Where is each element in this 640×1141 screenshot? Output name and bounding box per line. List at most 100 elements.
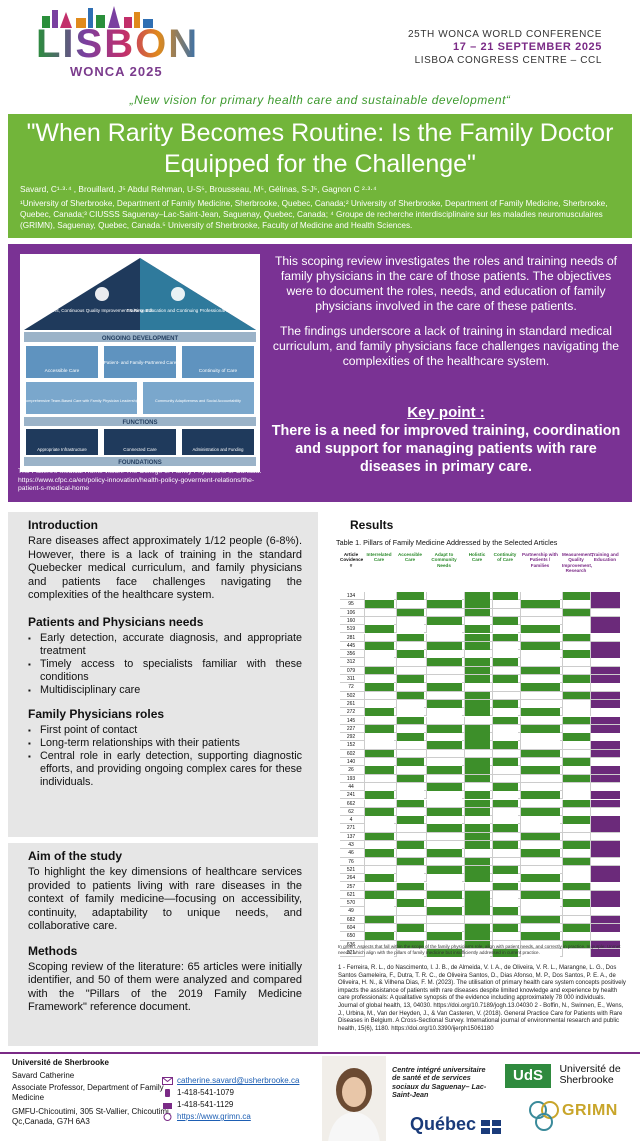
- table-cell: [364, 791, 394, 799]
- table-cell: [396, 633, 424, 642]
- table-cell: [492, 816, 518, 824]
- table-row: 106: [340, 608, 620, 617]
- table-cell: [590, 799, 620, 808]
- table-cell: [492, 899, 518, 907]
- table-cell: [562, 766, 590, 775]
- table-row: 312: [340, 658, 620, 667]
- table-cell: [364, 841, 394, 849]
- table-cell: [364, 741, 394, 750]
- table-cell: [492, 658, 518, 667]
- table-row: 4: [340, 816, 620, 825]
- table-cell: [590, 807, 620, 816]
- needs-heading: Patients and Physicians needs: [28, 614, 204, 629]
- table-cell: [492, 782, 518, 791]
- roles-list: First point of contact Long-term relatio…: [8, 724, 318, 789]
- table-cell: [364, 857, 394, 866]
- table-cell: [562, 758, 590, 766]
- list-item: Timely access to specialists familiar wi…: [28, 658, 302, 684]
- table-cell: [464, 658, 490, 667]
- table-cell: [520, 691, 560, 700]
- table-cell: [520, 675, 560, 683]
- logo-subtitle: WONCA 2025: [70, 64, 163, 79]
- table-cell: [426, 791, 462, 799]
- wonca-lisbon-logo: LISBON WONCA 2025: [30, 4, 197, 80]
- table-cell: [590, 675, 620, 683]
- column-header: Measurement, Quality Improvement, Resear…: [562, 552, 593, 574]
- conference-dates: 17 – 21 SEPTEMBER 2025: [453, 41, 602, 53]
- ongoing-label: ONGOING DEVELOPMENT: [102, 336, 179, 342]
- email-link[interactable]: catherine.savard@usherbrooke.ca: [177, 1076, 300, 1085]
- table-cell: [396, 791, 424, 799]
- roles-heading: Family Physicians roles: [28, 706, 165, 721]
- table-cell: [590, 865, 620, 874]
- methods-text: Scoping review of the literature: 65 art…: [28, 960, 302, 1014]
- article-id: 311: [347, 676, 355, 682]
- table-cell: [590, 749, 620, 758]
- table-cell: [426, 716, 462, 725]
- grimn-logo: GRIMN: [528, 1098, 628, 1138]
- table-cell: [464, 882, 490, 891]
- table-row: 356: [340, 650, 620, 659]
- table-cell: [562, 907, 590, 916]
- table-cell: [364, 782, 394, 791]
- table-cell: [464, 625, 490, 633]
- table-cell: [464, 749, 490, 758]
- table-cell: [520, 699, 560, 708]
- website-link[interactable]: https://www.grimn.ca: [177, 1112, 251, 1121]
- table-row: 95: [340, 600, 620, 609]
- summary-paragraph-1: This scoping review investigates the rol…: [274, 254, 618, 313]
- author-role: Associate Professor, Department of Famil…: [12, 1083, 164, 1102]
- table-cell: [396, 592, 424, 600]
- table-cell: [492, 741, 518, 750]
- table-cell: [590, 890, 620, 899]
- table-cell: [426, 782, 462, 791]
- table-cell: [364, 733, 394, 741]
- table-cell: [492, 708, 518, 716]
- article-id: 62: [348, 808, 354, 815]
- article-id: 152: [346, 742, 356, 749]
- list-item: Long-term relationships with their patie…: [28, 737, 302, 750]
- table-cell: [464, 874, 490, 882]
- table-cell: [590, 600, 620, 609]
- table-cell: [492, 716, 518, 725]
- table-cell: [520, 758, 560, 766]
- table-cell: [590, 650, 620, 658]
- table-cell: [562, 708, 590, 716]
- list-item: Early detection, accurate diagnosis, and…: [28, 632, 302, 658]
- article-id: 145: [346, 717, 356, 724]
- table-cell: [464, 633, 490, 642]
- table-cell: [520, 907, 560, 916]
- table-cell: [396, 650, 424, 658]
- uds-name: Université de Sherbrooke: [559, 1063, 621, 1086]
- contact-info: catherine.savard@usherbrooke.ca 1-418-54…: [162, 1075, 299, 1123]
- table-cell: [426, 816, 462, 824]
- table-row: 152: [340, 741, 620, 750]
- article-id: 257: [346, 883, 356, 890]
- table-cell: [590, 633, 620, 642]
- table-cell: [520, 932, 560, 941]
- table-cell: [562, 724, 590, 733]
- table-cell: [426, 683, 462, 692]
- table-cell: [426, 650, 462, 658]
- table-cell: [562, 749, 590, 758]
- article-id: 521: [346, 866, 356, 873]
- table-cell: [396, 882, 424, 891]
- table-cell: [396, 890, 424, 899]
- table-cell: [464, 699, 490, 708]
- article-id: 312: [346, 659, 356, 666]
- table-cell: [364, 592, 394, 600]
- function-team-based: Comprehensive Team-Based Care with Famil…: [23, 399, 138, 403]
- table-cell: [464, 782, 490, 791]
- table-cell: [396, 915, 424, 924]
- table-cell: [364, 774, 394, 783]
- table-cell: [520, 832, 560, 841]
- table-cell: [590, 907, 620, 916]
- article-id: 570: [346, 900, 356, 907]
- foundations-label: FOUNDATIONS: [118, 460, 162, 466]
- table-cell: [464, 592, 490, 600]
- table-cell: [520, 857, 560, 866]
- table-cell: [562, 874, 590, 882]
- table-cell: [396, 666, 424, 675]
- table-cell: [396, 625, 424, 633]
- table-cell: [364, 758, 394, 766]
